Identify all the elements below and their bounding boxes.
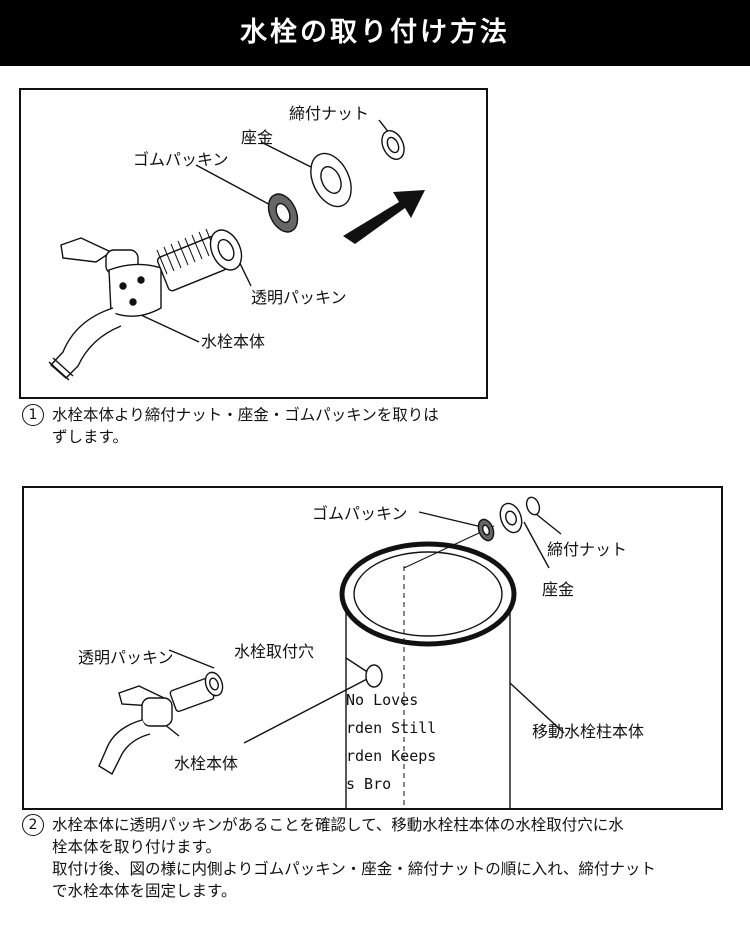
label-faucet-body-2: 水栓本体	[174, 754, 239, 773]
label-rubber-packing: ゴムパッキン	[133, 150, 229, 169]
post-text-4: s Bro	[346, 775, 392, 793]
label-nut-2: 締付ナット	[547, 540, 628, 559]
step-2-number: 2	[22, 814, 44, 836]
figure-1-drawing	[48, 119, 425, 381]
post-text-2: rden Still	[346, 719, 437, 737]
page-title: 水栓の取り付け方法	[240, 17, 510, 48]
label-washer: 座金	[241, 128, 274, 147]
label-faucet-body: 水栓本体	[201, 332, 266, 351]
label-post-body: 移動水栓柱本体	[532, 722, 645, 741]
step-1-line-1: 水栓本体より締付ナット・座金・ゴムパッキンを取りは	[52, 406, 439, 424]
figure-2: ゴムパッキン 締付ナット 座金 透明パッキン 水栓取付穴 移動水栓柱本体 水栓本…	[22, 486, 723, 810]
step-2-line-2: 栓本体を取り付けます。	[52, 838, 221, 856]
label-clear-packing-2: 透明パッキン	[78, 648, 174, 667]
step-1-number: 1	[22, 404, 44, 426]
post-text-1: No Loves	[346, 691, 419, 709]
step-2-line-4: で水栓本体を固定します。	[52, 882, 237, 900]
label-rubber-packing-2: ゴムパッキン	[312, 504, 408, 523]
label-clear-packing: 透明パッキン	[251, 288, 347, 307]
step-2-line-3: 取付け後、図の様に内側よりゴムパッキン・座金・締付ナットの順に入れ、締付ナット	[52, 860, 656, 878]
label-mounting-hole: 水栓取付穴	[234, 642, 315, 661]
label-washer-2: 座金	[542, 580, 575, 599]
label-nut: 締付ナット	[289, 104, 370, 123]
step-2-line-1: 水栓本体に透明パッキンがあることを確認して、移動水栓柱本体の水栓取付穴に水	[52, 816, 624, 834]
step-2: 2 水栓本体に透明パッキンがあることを確認して、移動水栓柱本体の水栓取付穴に水 …	[22, 814, 742, 910]
step-1-line-2: ずします。	[52, 428, 128, 446]
post-text-3: rden Keeps	[346, 747, 437, 765]
step-1: 1 水栓本体より締付ナット・座金・ゴムパッキンを取りは ずします。	[22, 404, 722, 454]
figure-1: 締付ナット 座金 ゴムパッキン 透明パッキン 水栓本体	[19, 88, 488, 399]
title-banner	[0, 0, 750, 66]
figure-2-drawing	[98, 496, 565, 808]
